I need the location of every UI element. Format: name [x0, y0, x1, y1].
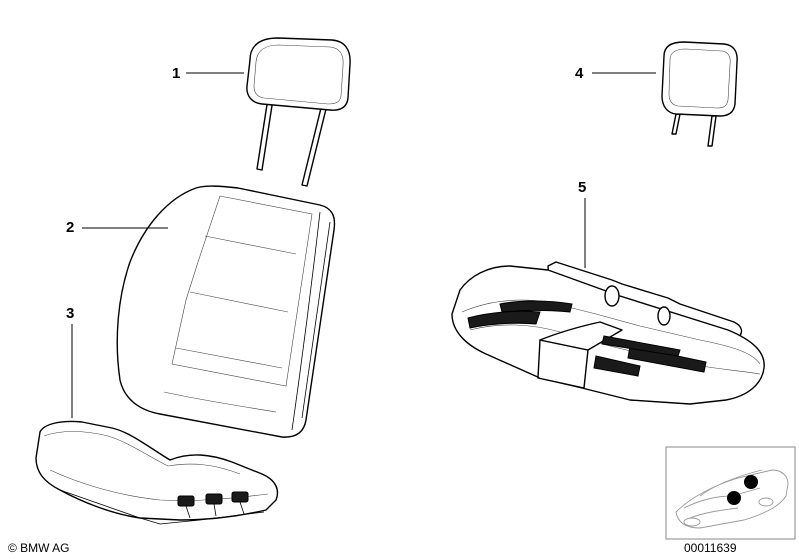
callout-5: 5 — [578, 179, 586, 268]
callout-2: 2 — [66, 219, 168, 236]
part-5-rear-bench[interactable] — [451, 261, 765, 405]
part-4-headrest-rear[interactable] — [661, 41, 738, 147]
vehicle-reference-thumbnail — [665, 446, 796, 540]
drawing-number: 00011639 — [684, 541, 737, 555]
part-2-backrest[interactable] — [116, 185, 336, 438]
svg-text:3: 3 — [66, 305, 74, 322]
svg-text:1: 1 — [172, 65, 180, 82]
copyright-text: © BMW AG — [8, 541, 70, 555]
svg-text:5: 5 — [578, 179, 586, 196]
part-1-headrest[interactable] — [246, 37, 351, 187]
callout-1: 1 — [172, 65, 244, 82]
part-3-seat-cushion[interactable] — [35, 420, 279, 525]
svg-text:2: 2 — [66, 219, 74, 236]
callout-3: 3 — [66, 305, 74, 418]
position-marker-front — [727, 491, 741, 505]
svg-text:4: 4 — [575, 65, 584, 82]
position-marker-rear — [744, 475, 758, 489]
callout-4: 4 — [575, 65, 656, 82]
